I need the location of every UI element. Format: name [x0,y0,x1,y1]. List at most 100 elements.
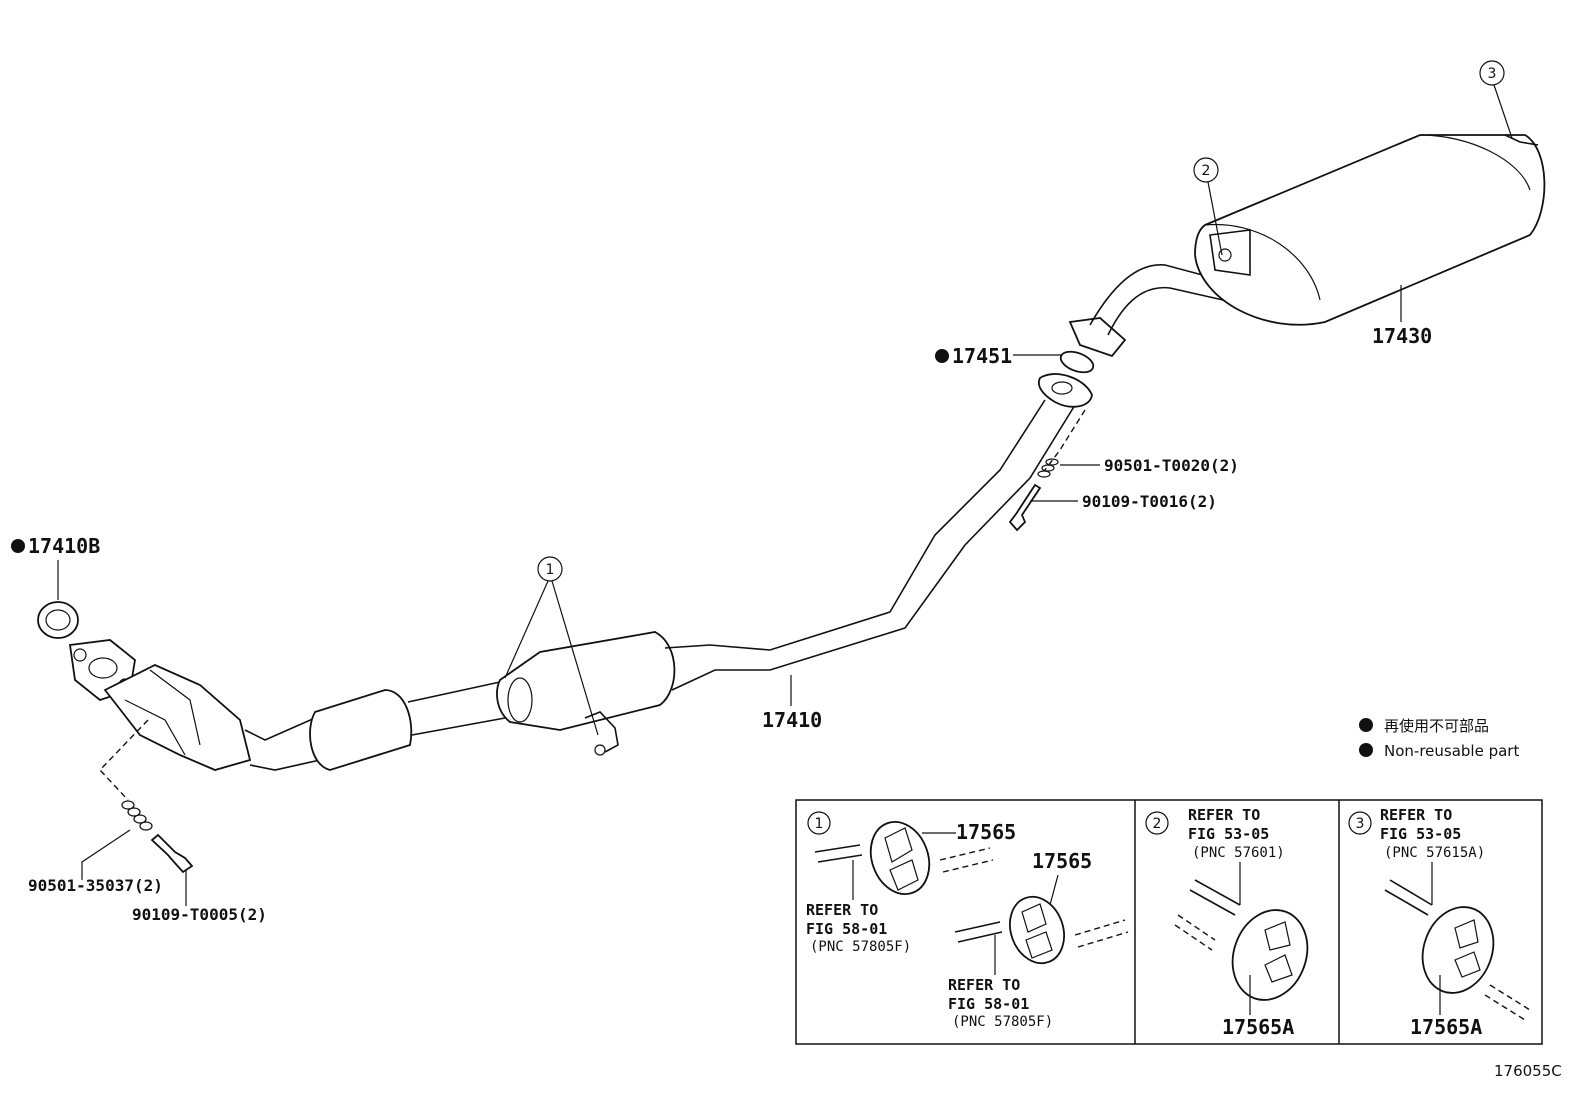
pipe-stub-dashed [1074,919,1129,948]
detail-box-frame [795,799,1543,1045]
pipe-segment [411,717,506,736]
detail-2-pnc: (PNC 57601) [1192,845,1285,861]
label-90501-35037: 90501-35037(2) [28,876,163,895]
legend-dot [1359,718,1373,732]
detail-3-refer: REFER TO [1380,806,1452,824]
muffler-hanger [1209,229,1251,276]
detail-3-pnc: (PNC 57615A) [1384,845,1485,861]
spring-coil [1041,464,1055,472]
spring-coil [1045,458,1059,466]
detail-1-pnc-a: (PNC 57805F) [810,939,911,955]
leader-line [1049,874,1059,906]
muffler-seam [1419,134,1531,191]
detail-3-part: 17565A [1410,1015,1482,1039]
spring-coil [1037,470,1051,478]
detail-2-refer: REFER TO [1188,806,1260,824]
muffler-body [1194,134,1546,326]
spring-coil [133,814,147,824]
pipe-segment [244,717,316,741]
muffler-assembly [1068,134,1546,358]
rubber-slot [1454,951,1481,978]
label-17430: 17430 [1372,324,1432,348]
detail-2-fig: FIG 53-05 [1188,825,1269,843]
gasket-17410B [37,601,79,639]
rubber-slot [889,859,919,891]
hanger-pin [594,744,606,756]
detail-3-fig: FIG 53-05 [1380,825,1461,843]
callout-circle-1 [537,556,563,582]
pipe-stub-dashed [939,847,994,873]
detail-1-pnc-b: (PNC 57805F) [952,1014,1053,1030]
rubber-slot [1264,954,1293,983]
rubber-slot [1264,921,1291,951]
rear-flange-port [1051,381,1073,395]
front-converter [103,664,252,771]
callout-circle-2 [1193,157,1219,183]
converter-seam [149,669,201,746]
label-90501-T0020: 90501-T0020(2) [1104,456,1239,475]
pipe-stub [1384,879,1433,916]
detail-2-number: 2 [1153,816,1162,832]
muffler-inlet-pipe [1089,264,1281,326]
hanger-pin [1218,248,1232,262]
leader-line [1207,181,1223,256]
callout-2-number: 2 [1202,163,1211,179]
detail-1-part-top: 17565 [956,820,1016,844]
rubber-slot [1021,903,1047,933]
detail-1-number: 1 [815,816,824,832]
bolt-dash-line [99,719,149,801]
detail-2-part: 17565A [1222,1015,1294,1039]
pipe-segment [407,681,501,703]
bolt-dash-line [1044,409,1086,471]
exhaust-pipe-assembly [68,373,1093,771]
callout-1-number: 1 [546,562,555,578]
muffler-inlet-flange [1068,317,1127,358]
spring-front [121,800,153,831]
muffler-seam [1204,223,1321,301]
rubber-slot [1454,919,1479,949]
pipe-stub-dashed [1174,914,1216,951]
label-17410: 17410 [762,708,822,732]
leader-line [81,829,131,880]
bolt-front [150,833,194,874]
label-90109-T0005: 90109-T0005(2) [132,905,267,924]
spring-coil [139,821,153,831]
leader-lines [57,84,1513,906]
detail-box [795,799,1543,1045]
legend-dot [1359,743,1373,757]
bolt-rear [1008,483,1042,532]
pipe-segment [249,759,321,771]
middle-resonator [309,689,413,771]
spring-coil [121,800,135,810]
hanger-rubber-mid [1009,895,1065,965]
muffler-inlet-pipe [1107,286,1285,336]
detail-1-fig-b: FIG 58-01 [948,995,1029,1013]
detail-1-part-mid: 17565 [1032,849,1092,873]
gasket-17451 [1059,350,1095,374]
flange-port [88,657,118,679]
leader-line [504,580,549,679]
detail-3-circle [1348,811,1372,835]
detail-3-number: 3 [1356,816,1365,832]
non-reusable-dot [11,539,25,553]
pipe-stub [954,921,1003,943]
pipe-stub [1189,879,1241,916]
label-17410B: 17410B [28,534,100,558]
callout-circle-3 [1479,60,1505,86]
rear-converter [496,631,676,731]
rubber-slot [1025,931,1053,959]
pipe-stub-dashed [1484,984,1531,1021]
label-90109-T0016: 90109-T0016(2) [1082,492,1217,511]
legend-en: Non-reusable part [1384,742,1519,760]
rear-flange [1038,373,1093,408]
detail-1-refer-a: REFER TO [806,901,878,919]
non-reusable-dot [935,349,949,363]
pipe-stub [814,844,863,863]
detail-panel-1: 1 17565 REFER TO FIG 58-01 (PNC 57805F) … [806,811,1129,1030]
pipe-upper-edge [664,399,1046,651]
muffler-rear-hanger [1504,134,1539,146]
gasket-inner [45,609,71,631]
figure-code: 176055C [1494,1062,1562,1080]
legend-jp: 再使用不可部品 [1384,717,1489,735]
flange-hole [73,648,87,662]
